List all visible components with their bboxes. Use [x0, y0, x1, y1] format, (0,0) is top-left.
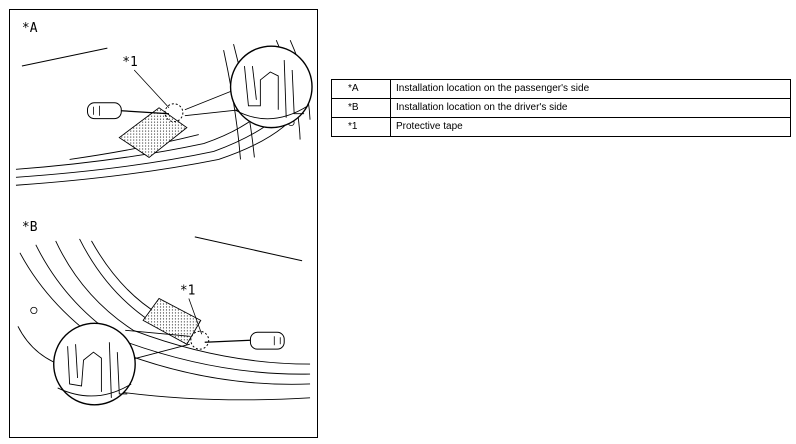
view-a-trim-line	[21, 47, 108, 67]
installation-diagram: *A *1	[15, 21, 313, 406]
legend-row: *A Installation location on the passenge…	[331, 79, 791, 99]
view-b-callout: *1	[180, 284, 196, 299]
legend-row: *1 Protective tape	[331, 117, 791, 137]
view-a-detail-clip	[234, 60, 309, 120]
legend-description: Installation location on the driver's si…	[390, 98, 791, 118]
view-a-protective-tape	[118, 107, 188, 158]
view-b-screwdriver	[204, 331, 285, 350]
view-b-callout-leader	[188, 298, 203, 335]
legend-row: *B Installation location on the driver's…	[331, 98, 791, 118]
view-a-zoom-line-top	[184, 89, 235, 111]
legend-description: Protective tape	[390, 117, 791, 137]
view-a-detail-circle	[229, 45, 313, 129]
view-b-zoom-line-top	[125, 329, 190, 337]
view-b-detail-circle	[53, 322, 136, 406]
view-a-callout: *1	[122, 55, 138, 70]
legend-code: *A	[331, 79, 391, 99]
view-b-label: *B	[22, 220, 38, 235]
legend-table: *A Installation location on the passenge…	[331, 79, 791, 137]
view-b-zoom-line-bottom	[129, 343, 190, 361]
legend-description: Installation location on the passenger's…	[390, 79, 791, 99]
view-b-detail-clip	[57, 342, 132, 398]
view-a-screwdriver	[86, 102, 170, 120]
installation-figure: *A *1	[9, 9, 318, 438]
view-a-zoom-line-bottom	[184, 109, 241, 117]
view-b-protective-tape	[142, 297, 202, 345]
view-a-detail-marker	[164, 103, 184, 123]
legend-code: *1	[331, 117, 391, 137]
legend-code: *B	[331, 98, 391, 118]
view-a-label: *A	[22, 21, 38, 36]
view-b-bolt	[30, 306, 38, 315]
view-b-trim-line	[194, 236, 303, 262]
view-b-detail-marker	[190, 330, 210, 350]
view-a-callout-leader	[133, 69, 170, 109]
